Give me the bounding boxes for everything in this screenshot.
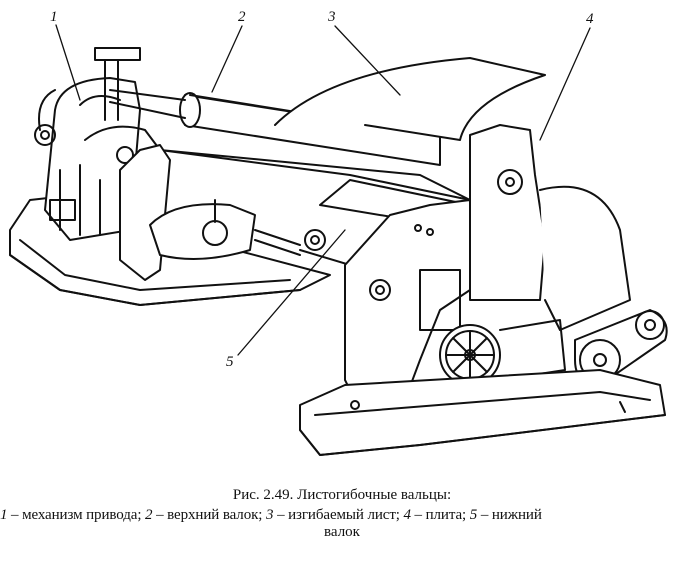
rolling-machine-drawing [9,24,668,456]
right-base-plate [299,369,666,456]
callout-4: 4 [586,11,594,27]
middle-frame [119,144,401,281]
legend-num-4: 4 [403,507,412,523]
callout-2: 2 [238,9,246,25]
callout-5: 5 [226,354,234,370]
legend-num-2: 2 [145,507,153,523]
legend-text-5: – нижний [477,507,542,523]
figure-caption: Рис. 2.49. Листогибочные вальцы: 1 – мех… [0,487,684,541]
legend-text-1: – механизм привода; [7,507,146,523]
legend-text-4: – плита; [410,507,470,523]
legend-text-2: – верхний валок; [152,507,267,523]
callout-3: 3 [328,9,336,25]
caption-legend-tail: валок [324,524,360,540]
callout-1: 1 [50,9,58,25]
legend-num-5: 5 [469,507,478,523]
legend-text-3: – изгибаемый лист; [273,507,404,523]
callout-leaders [55,24,591,356]
drive-mechanism [34,47,161,241]
caption-legend: 1 – механизм привода; 2 – верхний валок;… [0,507,684,524]
caption-title: Рис. 2.49. Листогибочные вальцы: [232,487,452,503]
legend-num-1: 1 [0,507,8,523]
legend-num-3: 3 [266,507,274,523]
